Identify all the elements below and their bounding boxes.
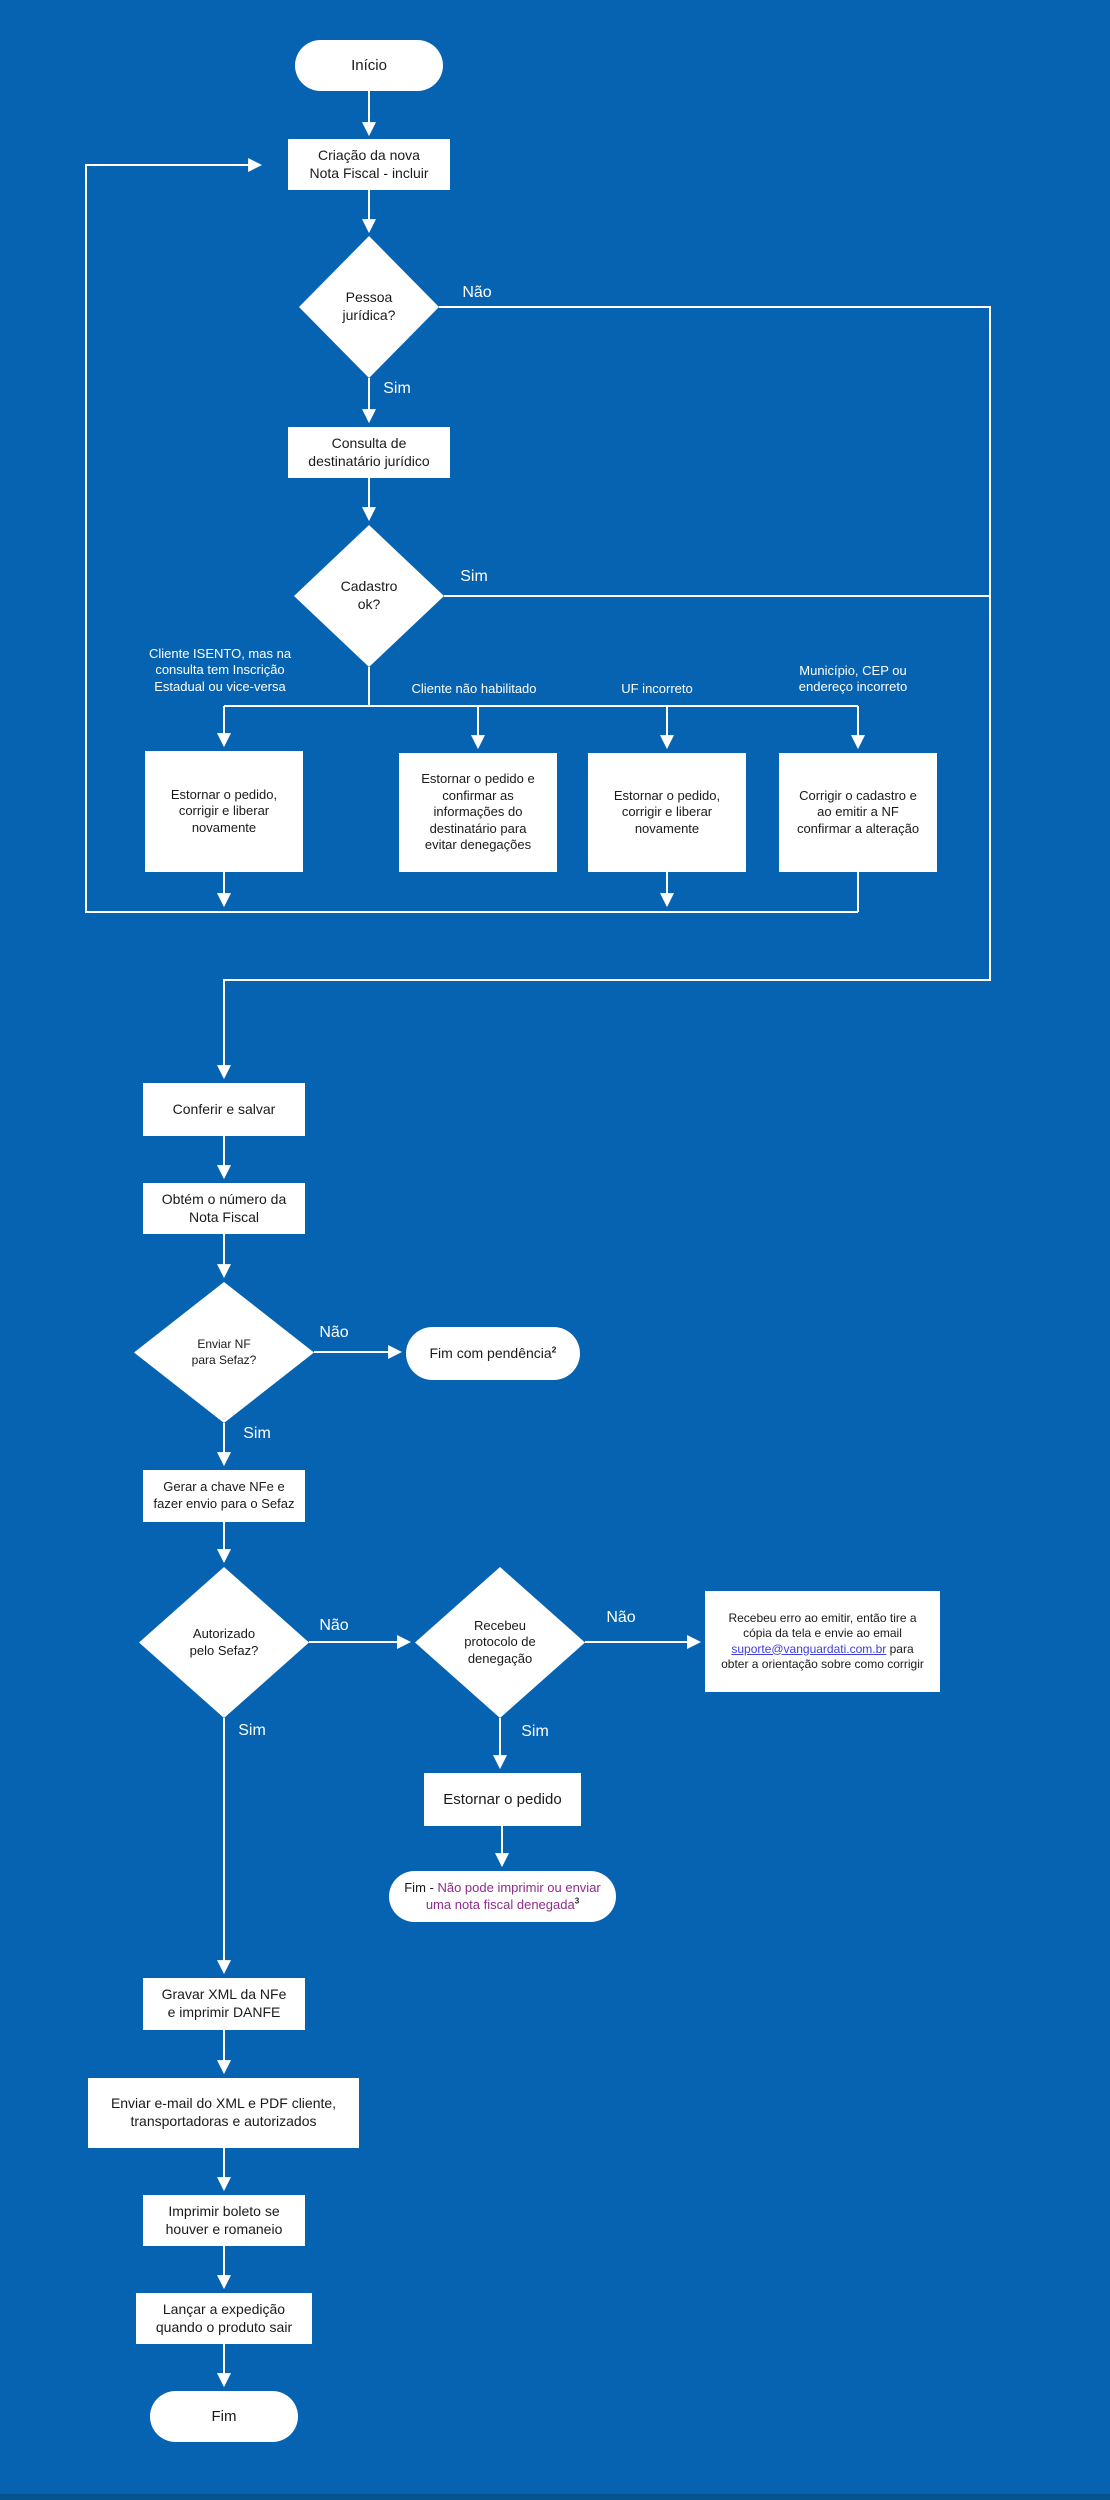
- end-denegada-prefix: Fim -: [404, 1879, 438, 1895]
- label-enviar-nao: Não: [319, 1324, 349, 1341]
- process-estornar-confirmar: Estornar o pedido e confirmar as informa…: [399, 753, 557, 872]
- label-cadastro-uf: UF incorreto: [621, 681, 693, 696]
- process-estornar-liberar-1: Estornar o pedido, corrigir e liberar no…: [145, 751, 303, 872]
- label-pessoa-sim: Sim: [383, 380, 411, 397]
- label-recebeu-nao: Não: [606, 1609, 636, 1626]
- end-pendencia-text: Fim com pendência: [429, 1344, 552, 1361]
- process-estornar-pedido: Estornar o pedido: [424, 1773, 581, 1826]
- process-lancar-expedicao: Lançar a expedição quando o produto sair: [136, 2293, 312, 2344]
- note-suporte-box: Recebeu erro ao emitir, então tire a cóp…: [705, 1591, 940, 1692]
- start-terminator: Início: [295, 40, 443, 91]
- process-estornar-liberar-2: Estornar o pedido, corrigir e liberar no…: [588, 753, 746, 872]
- label-cadastro-nao-habilitado: Cliente não habilitado: [411, 681, 537, 696]
- label-autorizado-nao: Não: [319, 1617, 349, 1634]
- label-pessoa-nao: Não: [462, 284, 492, 301]
- end-denegada-label: Fim - Não pode imprimir ou enviar uma no…: [389, 1880, 616, 1913]
- end-terminator: Fim: [150, 2391, 298, 2442]
- label-recebeu-sim: Sim: [521, 1723, 549, 1740]
- end-denegada-purple-text: Não pode imprimir ou enviar uma nota fis…: [425, 1879, 601, 1912]
- end-pendencia-label: Fim com pendência2: [430, 1345, 557, 1363]
- label-autorizado-sim: Sim: [238, 1722, 266, 1739]
- note-suporte-text: Recebeu erro ao emitir, então tire a cóp…: [717, 1611, 928, 1672]
- note-text-after: para obter a orientação sobre como corri…: [721, 1641, 924, 1671]
- edge-pessoa-nao-rail: [217, 306, 991, 1080]
- support-email-link[interactable]: suporte@vanguardati.com.br: [731, 1641, 887, 1656]
- footnote-2: 2: [551, 1343, 557, 1354]
- label-cadastro-isento: Cliente ISENTO, mas na consulta tem Insc…: [148, 646, 292, 694]
- process-conferir-salvar: Conferir e salvar: [143, 1083, 305, 1136]
- process-criacao-nota: Criação da nova Nota Fiscal - incluir: [288, 139, 450, 190]
- process-gravar-xml: Gravar XML da NFe e imprimir DANFE: [143, 1978, 305, 2030]
- end-denegada-terminator: Fim - Não pode imprimir ou enviar uma no…: [389, 1871, 616, 1922]
- label-cadastro-sim: Sim: [460, 568, 488, 585]
- end-pendencia-terminator: Fim com pendência2: [406, 1327, 580, 1380]
- process-corrigir-cadastro: Corrigir o cadastro e ao emitir a NF con…: [779, 753, 937, 872]
- label-cadastro-municipio: Município, CEP ou endereço incorreto: [798, 663, 908, 695]
- label-enviar-sim: Sim: [243, 1425, 271, 1442]
- bottom-edge-strip: [0, 2494, 1110, 2500]
- process-enviar-email: Enviar e-mail do XML e PDF cliente, tran…: [88, 2078, 359, 2148]
- edge-loop-rail: [85, 158, 858, 913]
- process-imprimir-boleto: Imprimir boleto se houver e romaneio: [143, 2195, 305, 2246]
- process-gerar-chave: Gerar a chave NFe e fazer envio para o S…: [143, 1470, 305, 1522]
- process-obtem-numero: Obtém o número da Nota Fiscal: [143, 1183, 305, 1234]
- footnote-3: 3: [574, 1896, 580, 1906]
- note-text-before: Recebeu erro ao emitir, então tire a cóp…: [728, 1610, 917, 1641]
- process-consulta-destinatario: Consulta de destinatário jurídico: [288, 427, 450, 478]
